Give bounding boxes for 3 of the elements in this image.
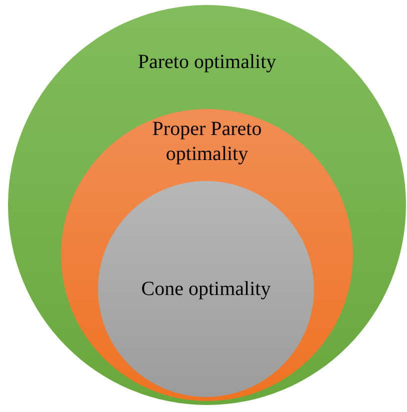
circle-label: Proper Pareto optimality [151,117,263,167]
circle-label: Pareto optimality [136,50,278,75]
circle-label: Cone optimality [140,277,272,302]
